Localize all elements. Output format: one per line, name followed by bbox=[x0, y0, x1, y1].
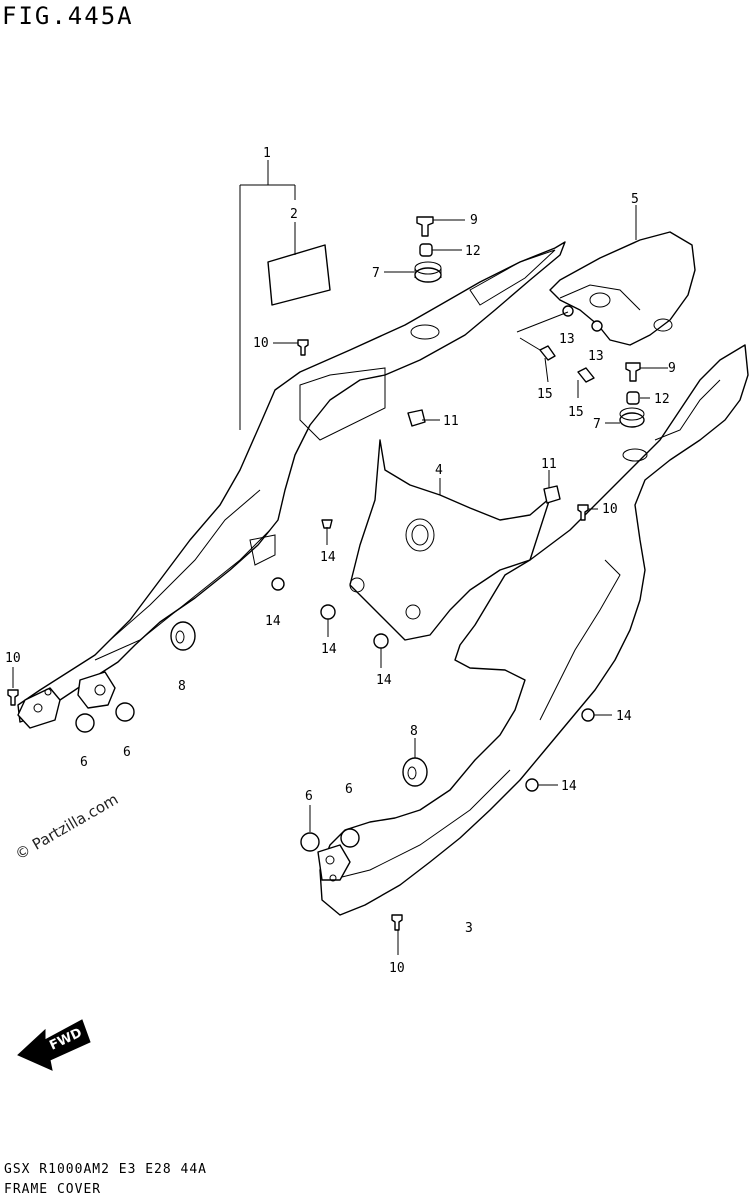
callout-14f: 14 bbox=[561, 779, 577, 794]
callout-7b: 7 bbox=[593, 417, 601, 432]
figure-name: FRAME COVER bbox=[4, 1182, 102, 1197]
callout-8b: 8 bbox=[410, 724, 418, 739]
callout-6a: 6 bbox=[80, 755, 88, 770]
callout-6c: 6 bbox=[305, 789, 313, 804]
caution-label[interactable] bbox=[267, 244, 331, 306]
callout-14d: 14 bbox=[376, 673, 392, 688]
rear-tail-cover[interactable] bbox=[549, 231, 696, 346]
callout-11a: 11 bbox=[443, 414, 459, 429]
callout-13b: 13 bbox=[588, 349, 604, 364]
callout-5: 5 bbox=[631, 192, 639, 207]
callout-8a: 8 bbox=[178, 679, 186, 694]
leader-lines bbox=[12, 160, 668, 955]
callout-3: 3 bbox=[465, 921, 473, 936]
callout-11b: 11 bbox=[541, 457, 557, 472]
callout-15a: 15 bbox=[537, 387, 553, 402]
callout-14b: 14 bbox=[265, 614, 281, 629]
callout-4: 4 bbox=[435, 463, 443, 478]
callout-2: 2 bbox=[290, 207, 298, 222]
figure-code: GSX R1000AM2 E3 E28 44A bbox=[4, 1162, 208, 1177]
callout-9a: 9 bbox=[470, 213, 478, 228]
callout-10d: 10 bbox=[389, 961, 405, 976]
right-frame-cover[interactable] bbox=[317, 344, 749, 916]
callout-13a: 13 bbox=[559, 332, 575, 347]
callout-14a: 14 bbox=[320, 550, 336, 565]
callout-15b: 15 bbox=[568, 405, 584, 420]
callout-12b: 12 bbox=[654, 392, 670, 407]
hardware-parts bbox=[7, 216, 645, 931]
callout-1: 1 bbox=[263, 146, 271, 161]
callout-14e: 14 bbox=[616, 709, 632, 724]
callout-10c: 10 bbox=[5, 651, 21, 666]
callout-10b: 10 bbox=[602, 502, 618, 517]
figure-title: FIG.445A bbox=[2, 2, 134, 30]
forward-arrow-icon: FWD bbox=[17, 1019, 91, 1071]
center-cover[interactable] bbox=[349, 439, 551, 641]
callout-14c: 14 bbox=[321, 642, 337, 657]
callout-7a: 7 bbox=[372, 266, 380, 281]
callout-labels: 1 2 3 4 5 6 6 6 6 7 7 8 8 9 9 10 10 10 1… bbox=[5, 146, 676, 976]
callout-10a: 10 bbox=[253, 336, 269, 351]
left-frame-cover[interactable] bbox=[17, 241, 566, 729]
callout-6b: 6 bbox=[123, 745, 131, 760]
callout-9b: 9 bbox=[668, 361, 676, 376]
callout-12a: 12 bbox=[465, 244, 481, 259]
callout-6d: 6 bbox=[345, 782, 353, 797]
